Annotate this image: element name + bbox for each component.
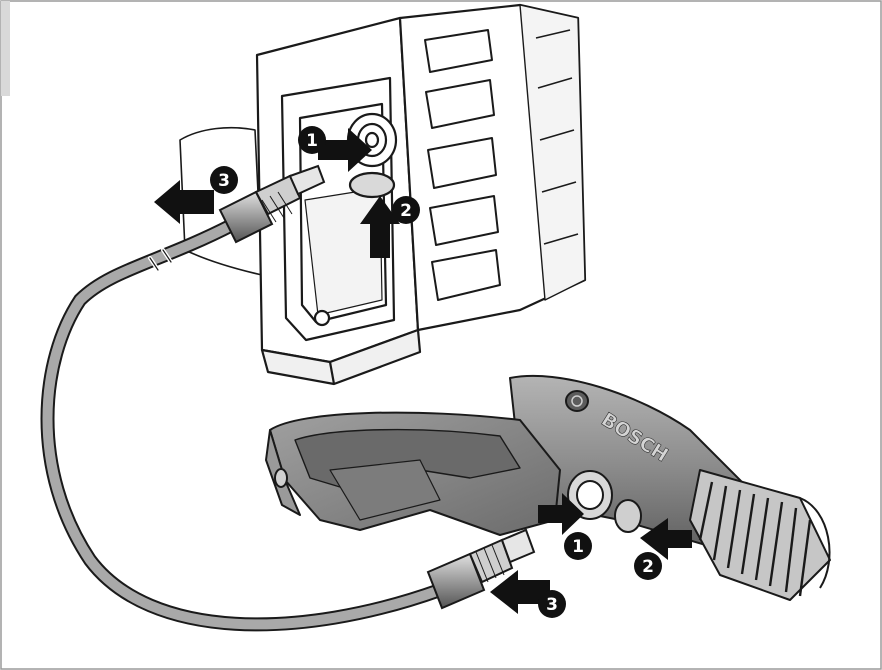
step-marker-body-3: 3: [210, 166, 238, 194]
arrow-icon-gun-press-1: [538, 493, 584, 535]
step-marker-body-1-label: 1: [306, 131, 318, 151]
step-marker-gun-1-label: 1: [572, 537, 584, 557]
step-marker-body-3-label: 3: [218, 171, 230, 191]
step-marker-gun-1: 1: [564, 532, 592, 560]
step-marker-body-1: 1: [298, 126, 326, 154]
arrow-icon-body-pull: [154, 180, 214, 224]
step-marker-body-2-label: 2: [400, 201, 412, 221]
step-marker-gun-3: 3: [538, 590, 566, 618]
arrow-icon-gun-press-2: [640, 518, 692, 560]
step-marker-body-2: 2: [392, 196, 420, 224]
hose: [40, 218, 447, 632]
hose-fitting-top: [218, 164, 326, 244]
arrow-icon-gun-pull: [490, 570, 550, 614]
hose-fitting-bottom: [426, 528, 536, 610]
arrow-icon-body-insert: [318, 128, 372, 172]
step-marker-gun-2-label: 2: [642, 557, 654, 577]
step-markers: 1 2 3 1 2 3: [210, 126, 662, 618]
arrow-icon-body-lift: [360, 196, 400, 258]
step-marker-gun-3-label: 3: [546, 595, 558, 615]
spray-gun: [265, 374, 831, 601]
step-marker-gun-2: 2: [634, 552, 662, 580]
arrow-icon: [154, 128, 692, 614]
page-tab-marker: [1, 1, 10, 96]
